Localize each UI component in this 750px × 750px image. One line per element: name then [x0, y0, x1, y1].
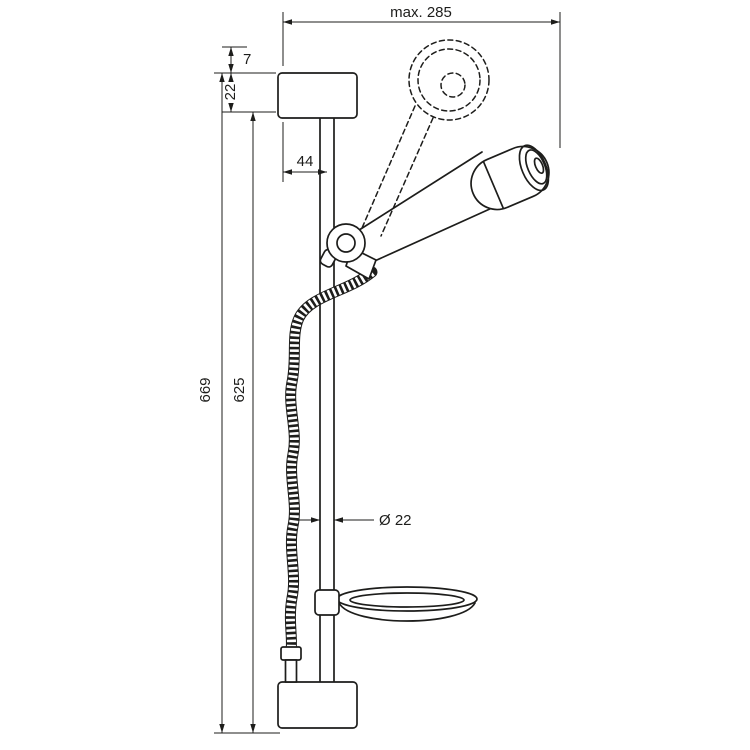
dimension-overall-width: max. 285: [282, 4, 561, 148]
dimension-bar-length-inner: 625: [214, 112, 280, 734]
dimension-top-offset: 7: [214, 46, 276, 74]
dim-label-bar-length-total: 669: [197, 377, 214, 402]
hand-shower-phantom: [361, 39, 490, 237]
dim-label-overall-width: max. 285: [390, 4, 452, 21]
hose-bottom-nut: [280, 646, 302, 661]
dimension-bracket-height: 22: [222, 73, 276, 113]
shower-rail: [319, 117, 335, 683]
dim-label-bar-length-inner: 625: [231, 377, 248, 402]
bottom-wall-bracket: [277, 681, 358, 729]
soap-dish-clamp: [314, 589, 340, 616]
top-wall-bracket: [277, 72, 358, 119]
hand-shower: [355, 144, 550, 265]
hand-shower-head: [470, 144, 550, 211]
dim-label-bar-diameter: Ø 22: [379, 512, 412, 529]
dim-label-bracket-height: 22: [222, 84, 239, 101]
hand-shower-handle: [355, 151, 483, 233]
dim-label-top-offset: 7: [243, 51, 251, 68]
dimension-holder-depth: 44: [282, 122, 327, 182]
dim-label-holder-depth: 44: [297, 153, 314, 170]
slider-holder-knob: [319, 223, 366, 268]
dimension-bar-length-total: 669: [197, 73, 225, 733]
dimension-bar-diameter: Ø 22: [297, 512, 412, 529]
hose-bottom-pipe: [284, 659, 298, 683]
soap-dish: [314, 586, 478, 622]
shower-hose: [280, 247, 378, 683]
